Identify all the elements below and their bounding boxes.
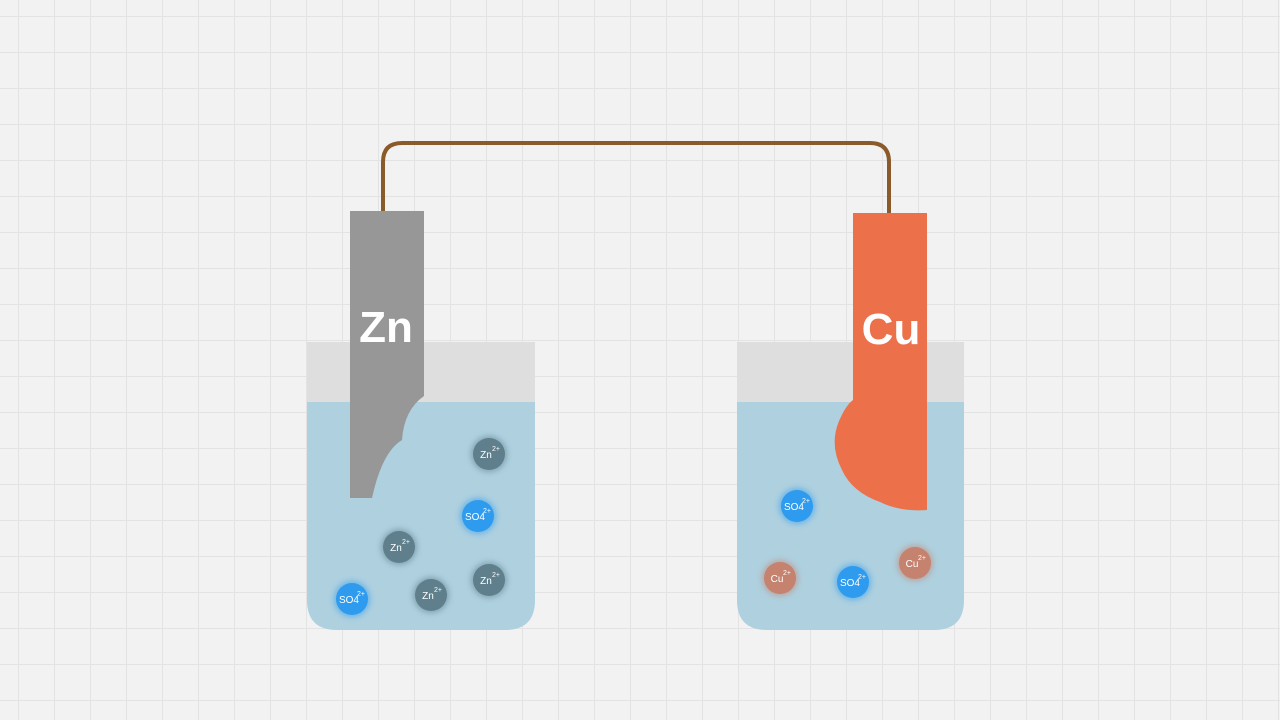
connecting-wire: [381, 141, 891, 216]
svg-text:Cu: Cu: [906, 559, 919, 570]
svg-text:2+: 2+: [918, 555, 926, 562]
svg-text:SO4: SO4: [465, 512, 485, 523]
right-beaker-headspace: [737, 342, 964, 402]
svg-text:2+: 2+: [402, 539, 410, 546]
sulfate-ion: SO4 2+: [334, 581, 370, 617]
svg-text:2+: 2+: [783, 570, 791, 577]
copper-electrode: [834, 213, 927, 511]
copper-electrode-label: Cu: [862, 305, 921, 354]
svg-text:SO4: SO4: [840, 578, 860, 589]
ions-layer: Zn 2+ SO4 2+ Zn 2+ Zn 2+ Zn 2+: [334, 436, 933, 617]
zinc-ion: Zn 2+: [381, 529, 417, 565]
sulfate-ion: SO4 2+: [835, 564, 871, 600]
svg-text:2+: 2+: [492, 572, 500, 579]
svg-text:SO4: SO4: [784, 502, 804, 513]
svg-text:Zn: Zn: [480, 450, 492, 461]
svg-text:Zn: Zn: [422, 591, 434, 602]
sulfate-ion: SO4 2+: [460, 498, 496, 534]
copper-ion: Cu 2+: [897, 545, 933, 581]
svg-text:2+: 2+: [802, 498, 810, 505]
svg-text:2+: 2+: [434, 587, 442, 594]
svg-text:Zn: Zn: [480, 576, 492, 587]
sulfate-ion: SO4 2+: [779, 488, 815, 524]
zinc-ion: Zn 2+: [471, 436, 507, 472]
svg-text:2+: 2+: [492, 446, 500, 453]
zinc-ion: Zn 2+: [471, 562, 507, 598]
zinc-electrode: [350, 211, 424, 498]
svg-text:Cu: Cu: [771, 574, 784, 585]
copper-ion: Cu 2+: [762, 560, 798, 596]
zinc-electrode-label: Zn: [359, 303, 413, 352]
svg-text:2+: 2+: [483, 508, 491, 515]
svg-text:2+: 2+: [858, 574, 866, 581]
svg-text:SO4: SO4: [339, 595, 359, 606]
svg-text:2+: 2+: [357, 591, 365, 598]
svg-text:Zn: Zn: [390, 543, 402, 554]
zinc-ion: Zn 2+: [413, 577, 449, 613]
